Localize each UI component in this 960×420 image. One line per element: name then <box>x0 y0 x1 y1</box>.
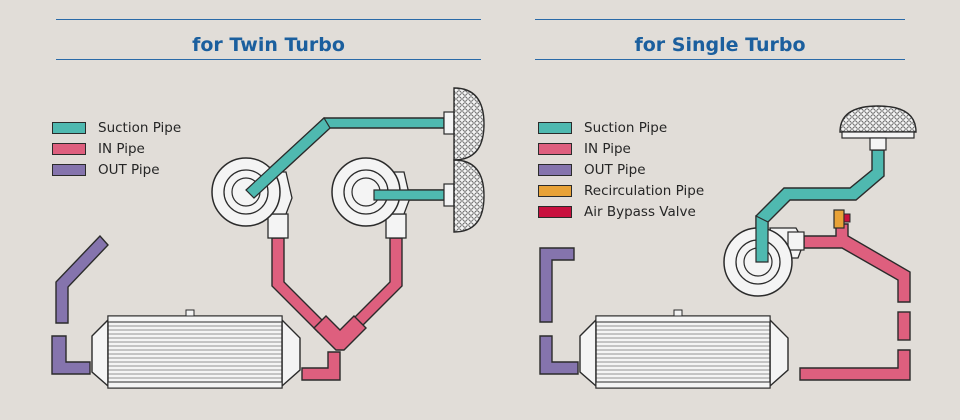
out-pipe-swatch <box>538 163 572 176</box>
legend-label: OUT Pipe <box>98 161 160 178</box>
legend-item-in-pipe: IN Pipe <box>538 138 704 159</box>
legend-label: OUT Pipe <box>584 161 646 178</box>
single-suction-inlet <box>755 215 769 263</box>
twin-panel-title: for Twin Turbo <box>192 34 345 56</box>
legend-label: Recirculation Pipe <box>584 182 705 199</box>
twin-air-filter-bottom <box>443 159 485 233</box>
legend-label: Suction Pipe <box>98 119 182 136</box>
single-panel-title: for Single Turbo <box>634 34 806 56</box>
single-recirculation-pipe <box>833 209 845 229</box>
legend-item-in-pipe: IN Pipe <box>52 138 181 159</box>
suction-pipe-swatch <box>538 121 572 134</box>
single-air-filter <box>839 105 917 151</box>
single-in-pipe <box>799 223 911 381</box>
twin-bottom-rule <box>56 59 481 60</box>
suction-pipe-swatch <box>52 121 86 134</box>
twin-in-pipe <box>271 237 403 381</box>
legend-item-recirculation-pipe: Recirculation Pipe <box>538 180 704 201</box>
twin-top-rule <box>56 19 481 20</box>
legend-label: Suction Pipe <box>584 119 668 136</box>
legend-item-suction-pipe: Suction Pipe <box>538 117 704 138</box>
legend-label: Air Bypass Valve <box>584 203 696 220</box>
single-top-rule <box>535 19 905 20</box>
twin-intercooler <box>91 309 301 389</box>
out-pipe-swatch <box>52 163 86 176</box>
legend-item-out-pipe: OUT Pipe <box>52 159 181 180</box>
single-bottom-rule <box>535 59 905 60</box>
single-intercooler <box>579 309 789 389</box>
twin-air-filter-top <box>443 87 485 161</box>
recirculation-pipe-swatch <box>538 184 572 197</box>
in-pipe-swatch <box>538 142 572 155</box>
twin-suction-inlet-left <box>245 117 331 199</box>
legend-label: IN Pipe <box>98 140 145 157</box>
in-pipe-swatch <box>52 142 86 155</box>
air-bypass-valve-swatch <box>538 205 572 218</box>
single-legend: Suction Pipe IN Pipe OUT Pipe Recirculat… <box>538 117 704 222</box>
legend-item-out-pipe: OUT Pipe <box>538 159 704 180</box>
twin-legend: Suction Pipe IN Pipe OUT Pipe <box>52 117 181 180</box>
twin-out-pipe <box>51 234 109 375</box>
legend-label: IN Pipe <box>584 140 631 157</box>
legend-item-suction-pipe: Suction Pipe <box>52 117 181 138</box>
legend-item-air-bypass-valve: Air Bypass Valve <box>538 201 704 222</box>
single-out-pipe <box>539 247 579 375</box>
twin-suction-inlet-right <box>373 189 445 201</box>
single-air-bypass-valve <box>843 213 851 223</box>
